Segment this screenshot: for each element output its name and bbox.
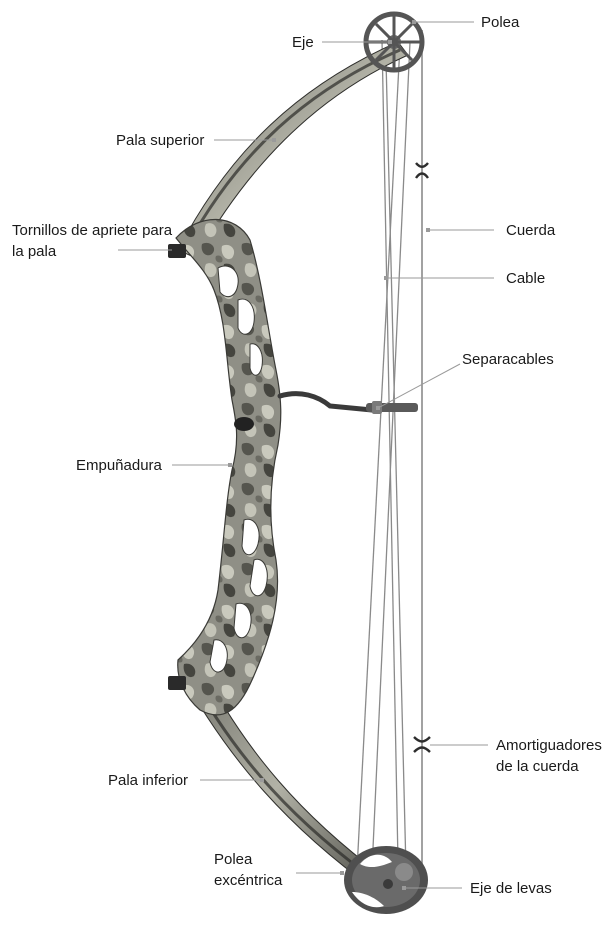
label-tornillos-line2: la pala <box>12 243 57 260</box>
label-empunadura: Empuñadura <box>76 457 163 474</box>
label-tornillos-line1: Tornillos de apriete para <box>12 222 173 239</box>
label-amortiguadores-line1: Amortiguadores <box>496 737 602 754</box>
riser <box>176 219 281 714</box>
limb-bolt-lower <box>168 676 186 690</box>
label-eje: Eje <box>292 34 314 51</box>
grip-hole <box>234 417 254 431</box>
leader-lines <box>118 22 494 888</box>
label-separacables: Separacables <box>462 351 554 368</box>
bow-cables <box>357 40 410 870</box>
label-amortiguadores-line2: de la cuerda <box>496 758 579 775</box>
label-polea-excentrica-line1: Polea <box>214 851 253 868</box>
label-pala-inferior: Pala inferior <box>108 772 188 789</box>
label-polea-excentrica-line2: excéntrica <box>214 872 283 889</box>
label-eje-de-levas: Eje de levas <box>470 880 552 897</box>
label-cable: Cable <box>506 270 545 287</box>
label-polea: Polea <box>481 14 520 31</box>
bottom-cam <box>344 846 428 914</box>
label-cuerda: Cuerda <box>506 222 556 239</box>
limb-bolt-upper <box>168 244 186 258</box>
cable-guard <box>280 394 418 414</box>
label-pala-superior: Pala superior <box>116 132 204 149</box>
